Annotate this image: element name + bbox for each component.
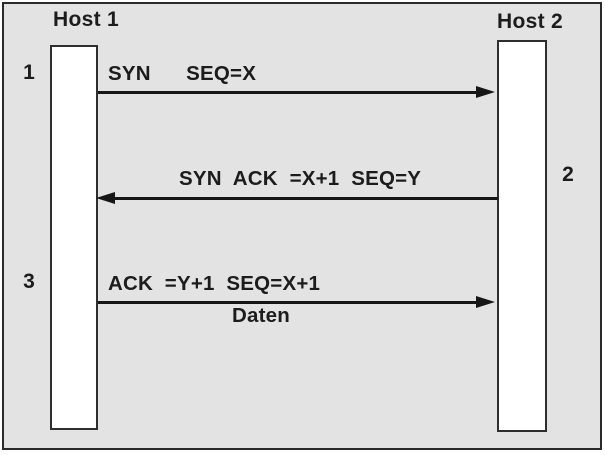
message3-sublabel: Daten (232, 304, 290, 327)
message1-label: SYN SEQ=X (108, 62, 257, 85)
message2-arrow-line (112, 197, 498, 200)
message1-arrow-line (98, 91, 479, 94)
host2-lifeline-bar (497, 40, 547, 432)
message3-arrow-line (98, 301, 479, 304)
step-number-3: 3 (23, 270, 35, 293)
message3-arrowhead-right-icon (476, 296, 495, 308)
message3-label: ACK =Y+1 SEQ=X+1 (108, 272, 321, 295)
message2-label: SYN ACK =X+1 SEQ=Y (179, 167, 422, 190)
step-number-1: 1 (23, 61, 35, 84)
message1-arrowhead-right-icon (476, 86, 495, 98)
step-number-2: 2 (562, 163, 574, 186)
message2-arrowhead-left-icon (96, 192, 115, 204)
host2-label: Host 2 (497, 10, 563, 33)
host1-lifeline-bar (50, 45, 98, 430)
host1-label: Host 1 (53, 8, 119, 31)
